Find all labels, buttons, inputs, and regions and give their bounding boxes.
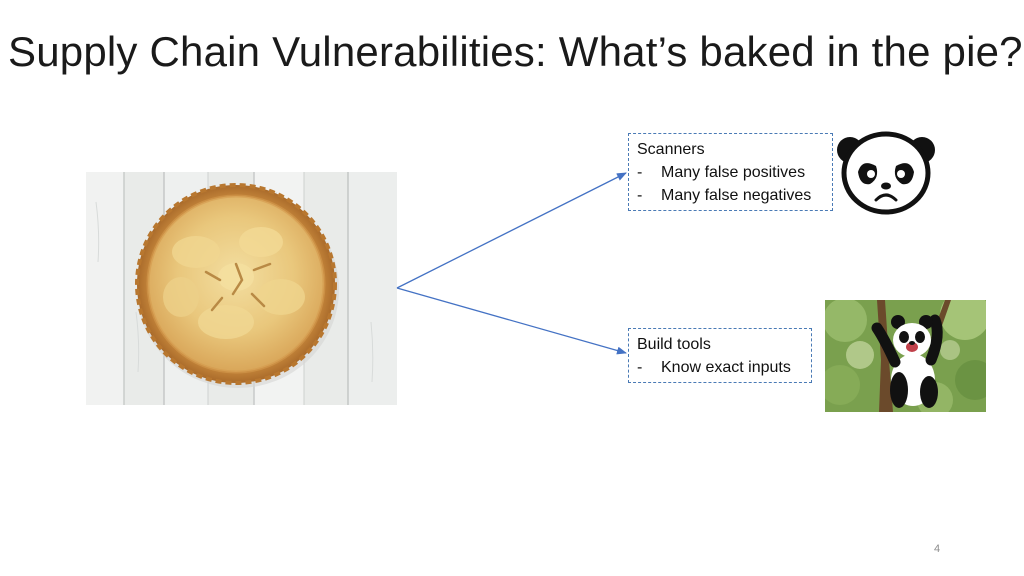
page-number: 4 [934,543,941,555]
sad-panda-icon [837,131,935,215]
build-tools-heading: Build tools [637,336,711,353]
happy-panda-photo [825,300,986,412]
list-dash: - [637,187,643,204]
list-item-text: Know exact inputs [661,359,791,376]
list-item: - Many false negatives [637,184,824,207]
slide-title: Supply Chain Vulnerabilities: What’s bak… [8,28,1023,75]
scanners-box: Scanners - Many false positives - Many f… [628,133,833,211]
arrow-to-scanners [396,172,627,289]
scanners-heading: Scanners [637,141,705,158]
scanners-list: - Many false positives - Many false nega… [637,161,824,207]
arrow-to-build-tools [396,287,627,355]
list-item: - Many false positives [637,161,824,184]
pie-photo [86,172,397,405]
list-item: - Know exact inputs [637,356,803,379]
list-dash: - [637,359,643,376]
list-dash: - [637,164,643,181]
list-item-text: Many false negatives [661,187,812,204]
list-item-text: Many false positives [661,164,806,181]
build-tools-list: - Know exact inputs [637,356,803,379]
build-tools-box: Build tools - Know exact inputs [628,328,812,383]
